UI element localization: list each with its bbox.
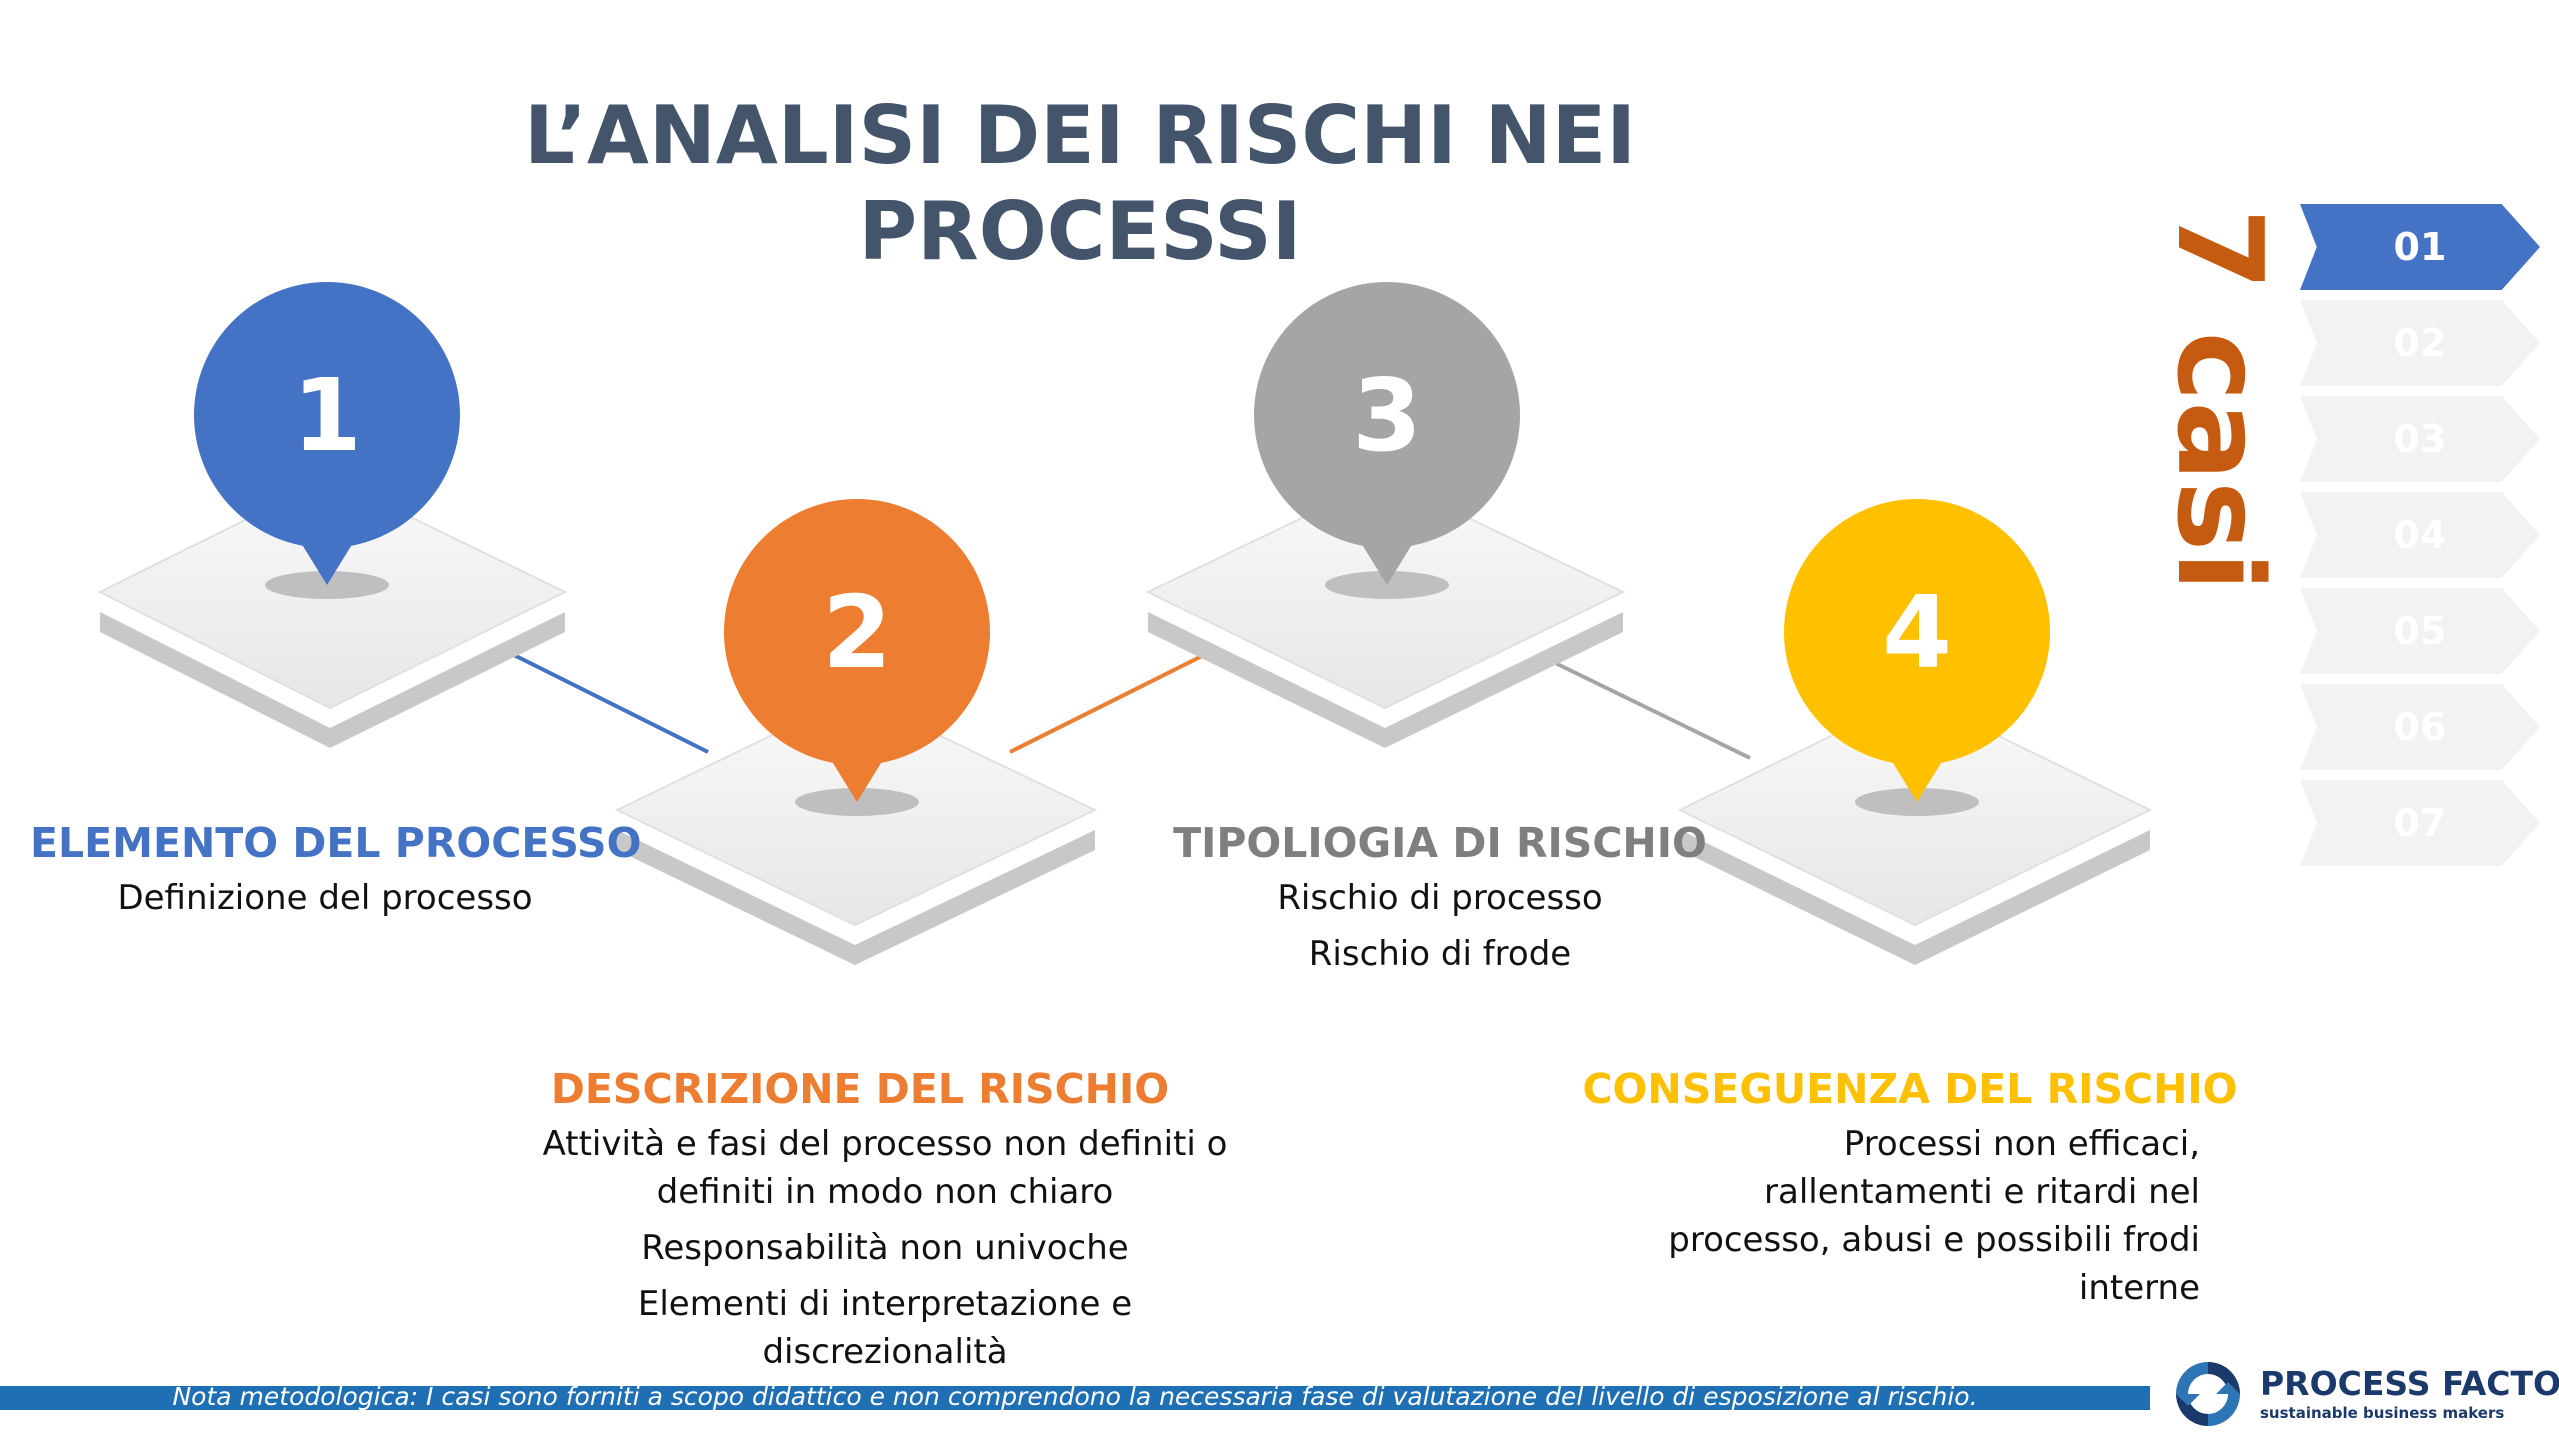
case-tabs: 01 02 03 04 05 06 07	[2300, 204, 2540, 876]
step-4-line: Processi non efficaci,	[1843, 1124, 2200, 1164]
step-2-line: Responsabilità non univoche	[641, 1228, 1129, 1268]
step-2-line: Attività e fasi del processo non definit…	[542, 1124, 1228, 1164]
step-2-line: discrezionalità	[762, 1332, 1008, 1372]
step-4-description: Processi non efficaci, rallentamenti e r…	[1620, 1120, 2200, 1312]
step-4-line: rallentamenti e ritardi nel	[1764, 1172, 2200, 1212]
step-2-description: Attività e fasi del processo non definit…	[520, 1120, 1250, 1376]
step-4-line: processo, abusi e possibili frodi	[1668, 1220, 2200, 1260]
step-3-line: Rischio di frode	[1308, 934, 1572, 974]
step-2-line: Elementi di interpretazione e	[637, 1284, 1133, 1324]
step-3-line: Rischio di processo	[1277, 878, 1603, 918]
case-tab-07[interactable]: 07	[2300, 780, 2540, 866]
step-2-line: definiti in modo non chiaro	[656, 1172, 1114, 1212]
case-tab-06[interactable]: 06	[2300, 684, 2540, 770]
step-3-number: 3	[1352, 357, 1422, 474]
step-3-heading: TIPOLIOGIA DI RISCHIO	[1173, 819, 1707, 867]
step-4-line: interne	[2078, 1268, 2200, 1308]
step-4-heading: CONSEGUENZA DEL RISCHIO	[1582, 1065, 2238, 1113]
step-1-description: Definizione del processo	[30, 874, 620, 922]
step-4-pin: 4	[1784, 499, 2050, 802]
footer-bar	[0, 1386, 2150, 1410]
case-tab-02[interactable]: 02	[2300, 300, 2540, 386]
slide-title: L’ANALISI DEI RISCHI NEI PROCESSI	[300, 88, 1860, 280]
brand-tagline: sustainable business makers	[2260, 1404, 2505, 1422]
step-2-heading: DESCRIZIONE DEL RISCHIO	[550, 1065, 1170, 1113]
process-factory-logo-icon	[2176, 1362, 2240, 1426]
connector-1-2	[507, 650, 709, 754]
step-2-pin: 2	[724, 499, 990, 802]
title-line-2: PROCESSI	[858, 185, 1302, 278]
methodological-note: Nota metodologica: I casi sono forniti a…	[172, 1382, 1978, 1411]
step-2-number: 2	[822, 574, 892, 691]
step-3-description: Rischio di processo Rischio di frode	[1100, 874, 1780, 978]
case-tab-03[interactable]: 03	[2300, 396, 2540, 482]
step-4-number: 4	[1882, 574, 1952, 691]
case-tab-01[interactable]: 01	[2300, 204, 2540, 290]
connector-3-4	[1544, 656, 1751, 760]
cases-count-text: 7 casi	[2151, 208, 2289, 592]
step-1-pin: 1	[194, 282, 460, 585]
step-1-line: Definizione del processo	[117, 878, 533, 918]
cases-count-label: 7 casi	[2151, 200, 2289, 600]
title-line-1: L’ANALISI DEI RISCHI NEI	[523, 89, 1637, 182]
step-1-number: 1	[292, 357, 362, 474]
step-3-pin: 3	[1254, 282, 1520, 585]
step-1-heading: ELEMENTO DEL PROCESSO	[30, 819, 642, 867]
case-tab-05[interactable]: 05	[2300, 588, 2540, 674]
connector-2-3	[1009, 650, 1211, 754]
brand-name: PROCESS FACTORY	[2260, 1364, 2559, 1403]
case-tab-04[interactable]: 04	[2300, 492, 2540, 578]
